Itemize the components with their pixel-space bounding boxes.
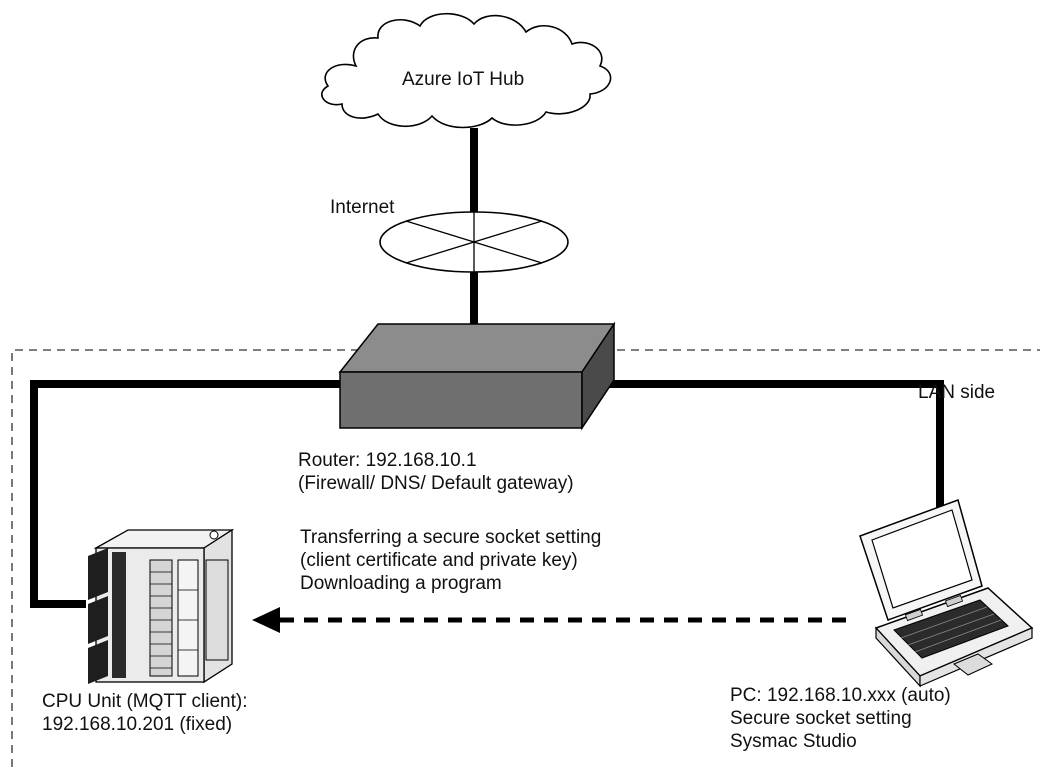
transfer-caption-line: (client certificate and private key) bbox=[300, 550, 578, 571]
cpu-caption-line: CPU Unit (MQTT client): bbox=[42, 691, 248, 712]
cloud-shape bbox=[321, 13, 612, 129]
router-caption: Router: 192.168.10.1 (Firewall/ DNS/ Def… bbox=[298, 449, 574, 495]
internet-spoke bbox=[405, 220, 543, 264]
router-device bbox=[338, 321, 616, 431]
pc-caption-line: Secure socket setting bbox=[730, 708, 912, 729]
cpu-caption-line: 192.168.10.201 (fixed) bbox=[42, 714, 233, 735]
lan-side-label: LAN side bbox=[918, 382, 996, 403]
cpu-unit-device bbox=[88, 528, 235, 684]
lan-cable-pc bbox=[590, 380, 944, 519]
transfer-arrowhead bbox=[252, 607, 280, 633]
transfer-caption: Transferring a secure socket setting (cl… bbox=[300, 526, 601, 595]
transfer-caption-line: Downloading a program bbox=[300, 573, 502, 594]
pc-caption-line: Sysmac Studio bbox=[730, 731, 857, 752]
lan-cable-cpu bbox=[30, 380, 342, 608]
pc-caption: PC: 192.168.10.xxx (auto) Secure socket … bbox=[730, 684, 951, 753]
router-caption-line: (Firewall/ DNS/ Default gateway) bbox=[298, 473, 574, 494]
transfer-caption-line: Transferring a secure socket setting bbox=[300, 527, 602, 548]
router-caption-line: Router: 192.168.10.1 bbox=[298, 450, 477, 471]
pc-laptop-device bbox=[859, 499, 1034, 688]
pc-caption-line: PC: 192.168.10.xxx (auto) bbox=[730, 685, 951, 706]
internet-label: Internet bbox=[330, 197, 395, 218]
cloud-label: Azure IoT Hub bbox=[402, 69, 525, 90]
cpu-caption: CPU Unit (MQTT client): 192.168.10.201 (… bbox=[42, 690, 248, 736]
